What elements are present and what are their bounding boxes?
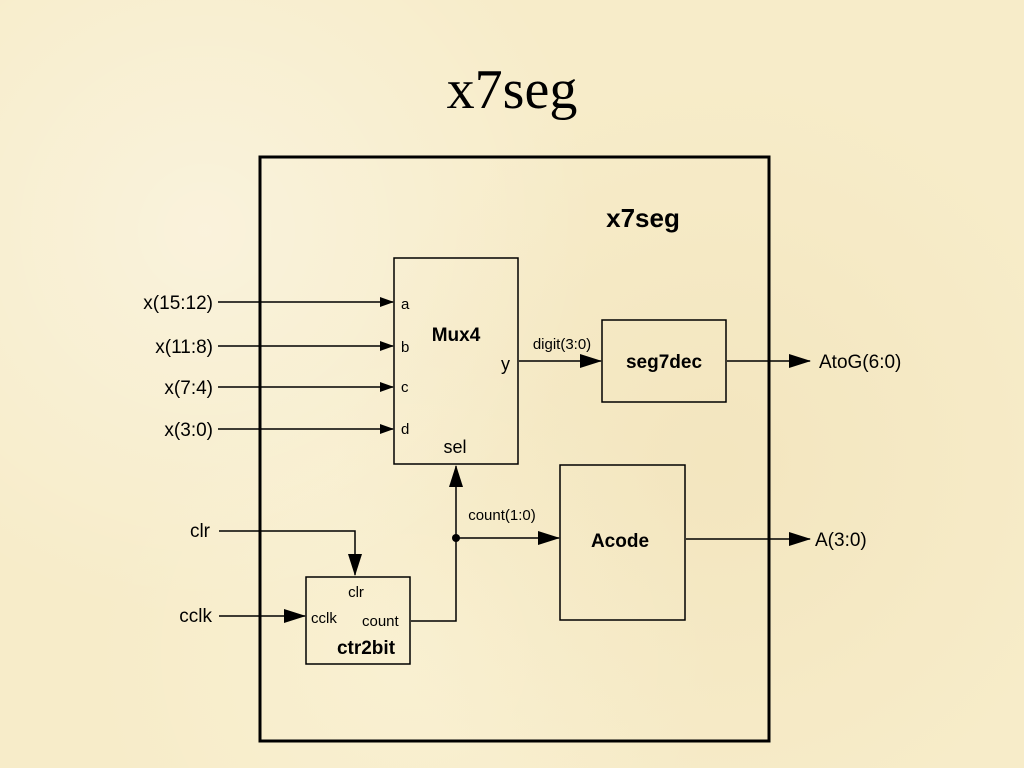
slide-title: x7seg <box>446 59 578 121</box>
mux4-port-b: b <box>401 339 409 356</box>
input-label-x7: x(7:4) <box>164 378 213 399</box>
x7seg-outer-box <box>258 155 771 743</box>
input-label-cclk: cclk <box>179 606 212 627</box>
count-junction-dot <box>452 534 460 542</box>
mux4-port-y: y <box>501 354 510 374</box>
ctr2bit-port-count: count <box>362 613 400 630</box>
ctr2bit-block <box>305 576 411 665</box>
output-label-a: A(3:0) <box>815 530 867 551</box>
signal-label-digit: digit(3:0) <box>533 336 591 353</box>
mux4-block <box>393 257 519 465</box>
wire-count-route <box>411 538 457 622</box>
acode-block <box>559 464 686 621</box>
output-label-atog: AtoG(6:0) <box>819 352 901 373</box>
mux4-label: Mux4 <box>432 325 481 346</box>
ctr2bit-port-clr: clr <box>348 584 364 601</box>
ctr2bit-port-cclk: cclk <box>311 610 337 627</box>
seg7dec-block <box>601 319 727 403</box>
mux4-port-c: c <box>401 379 409 396</box>
mux4-port-sel: sel <box>443 437 466 457</box>
input-label-x3: x(3:0) <box>164 420 213 441</box>
input-label-clr: clr <box>190 521 211 542</box>
x7seg-outer-label: x7seg <box>606 203 680 233</box>
input-label-x11: x(11:8) <box>155 337 213 358</box>
signal-label-count: count(1:0) <box>468 507 536 524</box>
seg7dec-label: seg7dec <box>626 352 702 373</box>
mux4-port-a: a <box>401 296 410 313</box>
wire-clr <box>219 530 362 576</box>
mux4-port-d: d <box>401 421 409 438</box>
ctr2bit-label: ctr2bit <box>337 638 396 659</box>
acode-label: Acode <box>591 531 649 552</box>
input-label-x15: x(15:12) <box>143 293 213 314</box>
